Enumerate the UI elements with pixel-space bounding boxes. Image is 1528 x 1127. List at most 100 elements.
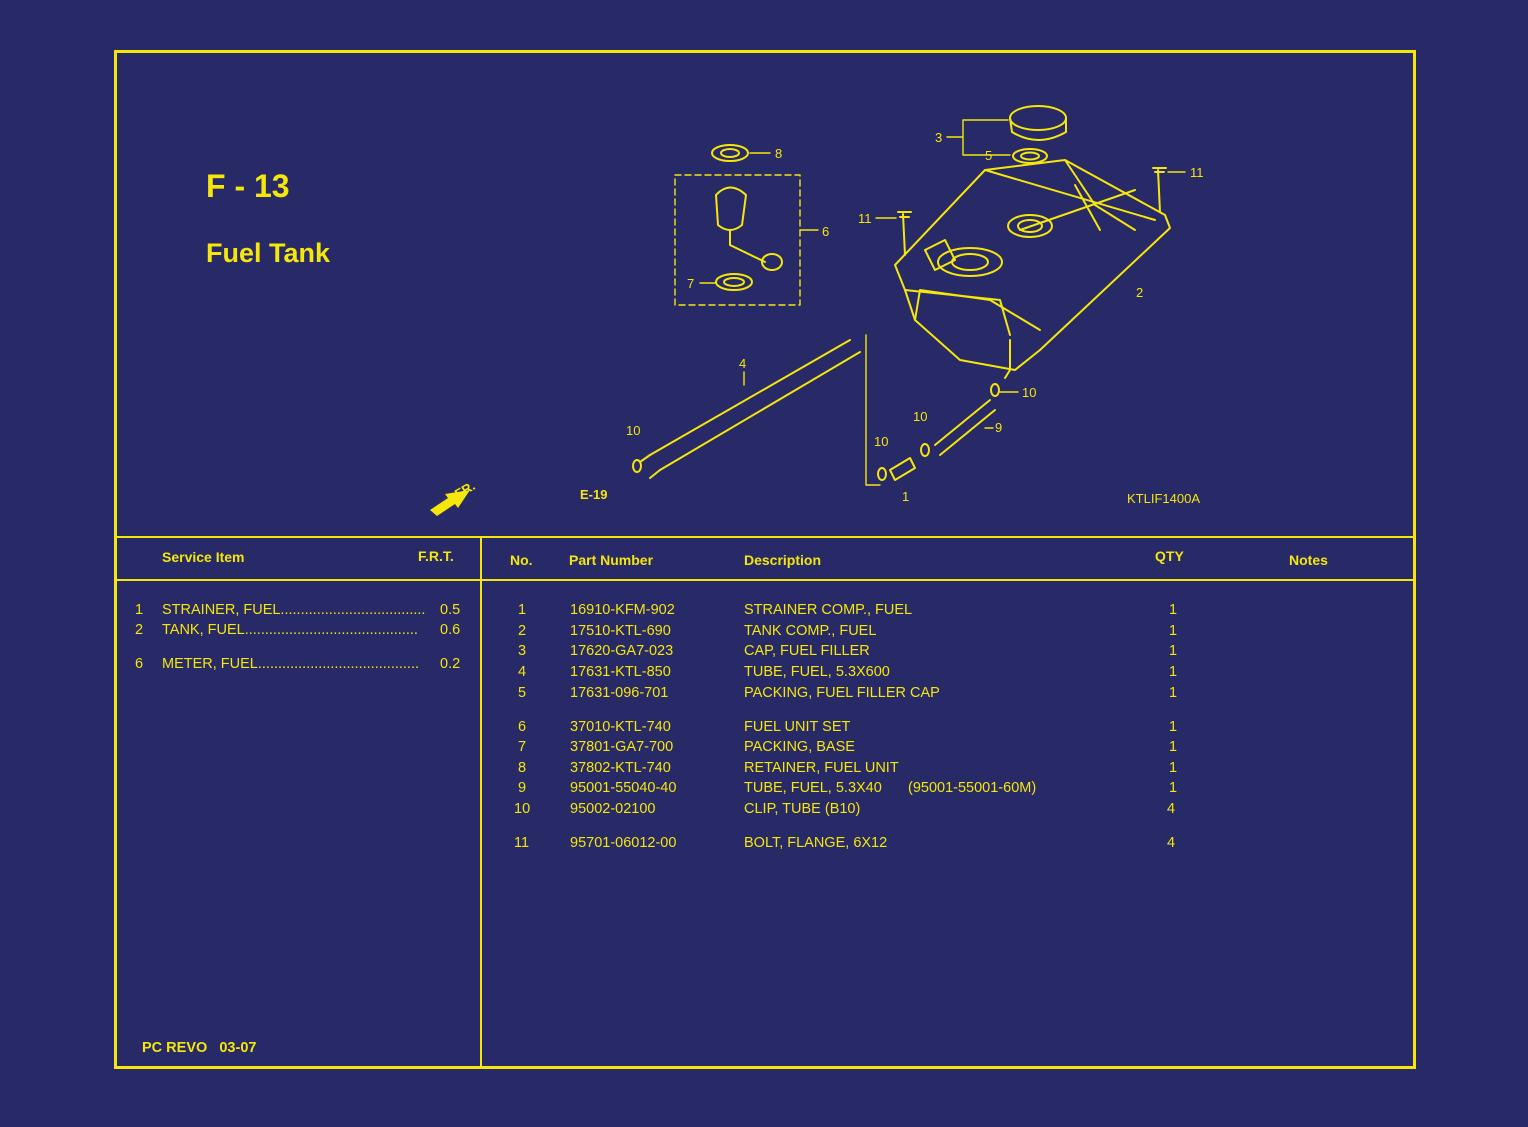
row-no: 4	[518, 664, 527, 680]
row-part-number: 17510-KTL-690	[570, 623, 671, 639]
table-row: 5 17631-096-701 PACKING, FUEL FILLER CAP…	[482, 685, 1412, 705]
service-row-frt: 0.6	[440, 622, 461, 638]
page-code: F - 13	[206, 168, 290, 204]
service-row-name: STRAINER, FUEL..........................…	[162, 602, 426, 618]
callout-8: 8	[775, 146, 782, 161]
frt-header: F.R.T.	[418, 548, 454, 564]
col-part-header: Part Number	[569, 552, 654, 568]
table-header-divider	[116, 579, 1414, 581]
row-qty: 1	[1169, 719, 1178, 735]
front-arrow-icon	[430, 490, 470, 516]
service-row-name: METER, FUEL.............................…	[162, 656, 420, 672]
service-item-header: Service Item	[162, 549, 245, 565]
callout-10b: 10	[913, 409, 927, 424]
filler-cap-icon	[1009, 105, 1067, 131]
footer-date: 03-07	[219, 1040, 257, 1056]
row-qty: 1	[1169, 739, 1178, 755]
row-part-number: 17620-GA7-023	[570, 643, 674, 659]
diagram-divider	[116, 536, 1414, 538]
col-desc-header: Description	[744, 552, 822, 568]
row-part-number: 17631-096-701	[570, 685, 669, 701]
row-no: 2	[518, 623, 527, 639]
callout-9: 9	[995, 420, 1002, 435]
service-row-name: TANK, FUEL..............................…	[162, 622, 418, 638]
table-row: 1 16910-KFM-902 STRAINER COMP., FUEL 1	[482, 602, 1412, 622]
service-row-frt: 0.2	[440, 656, 461, 672]
fuel-tube-icon	[649, 339, 861, 471]
row-no: 9	[518, 780, 527, 796]
bolt-icon	[1152, 167, 1167, 213]
row-part-number: 37801-GA7-700	[570, 739, 674, 755]
row-qty: 1	[1169, 602, 1178, 618]
row-qty: 4	[1167, 801, 1176, 817]
callout-6: 6	[822, 224, 829, 239]
table-row: 7 37801-GA7-700 PACKING, BASE 1	[482, 739, 1412, 759]
strainer-icon	[889, 457, 916, 481]
row-part-number: 95002-02100	[570, 801, 656, 817]
row-no: 11	[514, 835, 530, 851]
row-qty: 1	[1169, 643, 1178, 659]
row-description: STRAINER COMP., FUEL	[744, 602, 913, 618]
row-description: CAP, FUEL FILLER	[744, 643, 870, 659]
col-no-header: No.	[510, 552, 533, 568]
row-qty: 1	[1169, 780, 1178, 796]
row-no: 5	[518, 685, 527, 701]
callout-4: 4	[739, 356, 746, 371]
fuel-tank-diagram: 8 6 7 3 5 11 11 2 4 10 10 9 10 10 1 E-19…	[430, 105, 1204, 516]
short-tube-icon	[934, 399, 996, 456]
row-description: TUBE, FUEL, 5.3X40	[744, 780, 882, 796]
callout-10d: 10	[874, 434, 888, 449]
table-row: 8 37802-KTL-740 RETAINER, FUEL UNIT 1	[482, 760, 1412, 780]
retainer-icon	[711, 144, 749, 162]
row-description: PACKING, FUEL FILLER CAP	[744, 685, 940, 701]
fuel-unit-port-icon	[937, 247, 1003, 277]
row-no: 10	[514, 801, 531, 817]
row-description: RETAINER, FUEL UNIT	[744, 760, 899, 776]
service-row-number: 2	[134, 622, 144, 638]
row-no: 1	[518, 602, 527, 618]
row-qty: 1	[1169, 664, 1178, 680]
row-description: FUEL UNIT SET	[744, 719, 851, 735]
fuel-tank-outline	[894, 159, 1171, 371]
clip-icon	[632, 459, 642, 473]
diagram-ref-code: KTLIF1400A	[1127, 491, 1200, 506]
table-row: 11 95701-06012-00 BOLT, FLANGE, 6X12 4	[482, 835, 1412, 855]
table-row: 3 17620-GA7-023 CAP, FUEL FILLER 1	[482, 643, 1412, 663]
page-title: Fuel Tank	[206, 238, 331, 268]
row-no: 3	[518, 643, 527, 659]
row-description: TUBE, FUEL, 5.3X600	[744, 664, 890, 680]
row-description: BOLT, FLANGE, 6X12	[744, 835, 888, 851]
callout-1: 1	[902, 489, 909, 504]
table-row: 4 17631-KTL-850 TUBE, FUEL, 5.3X600 1	[482, 664, 1412, 684]
callout-3: 3	[935, 130, 942, 145]
table-row: 2 17510-KTL-690 TANK COMP., FUEL 1	[482, 623, 1412, 643]
row-no: 8	[518, 760, 527, 776]
service-row-number: 1	[134, 602, 144, 618]
callout-5: 5	[985, 148, 992, 163]
callout-7: 7	[687, 276, 694, 291]
row-qty: 1	[1169, 685, 1178, 701]
fuel-unit-icon	[715, 186, 747, 231]
row-description: CLIP, TUBE (B10)	[744, 801, 861, 817]
base-packing-icon	[715, 273, 753, 291]
callout-11a: 11	[1190, 165, 1204, 180]
table-row: 10 95002-02100 CLIP, TUBE (B10) 4	[482, 801, 1412, 821]
filler-neck-icon	[1007, 214, 1053, 238]
service-row-frt: 0.5	[440, 602, 461, 618]
column-divider	[480, 537, 482, 1068]
row-part-number: 95001-55040-40	[570, 780, 677, 796]
callout-10a: 10	[1022, 385, 1036, 400]
parts-sheet-frame	[114, 50, 1416, 1069]
callout-2: 2	[1136, 285, 1143, 300]
row-qty: 4	[1167, 835, 1176, 851]
row-part-number: 17631-KTL-850	[570, 664, 671, 680]
footer-model: PC REVO	[142, 1040, 208, 1056]
row-part-number: 16910-KFM-902	[570, 602, 675, 618]
row-extra: (95001-55001-60M)	[908, 780, 1037, 796]
row-part-number: 37010-KTL-740	[570, 719, 671, 735]
row-part-number: 37802-KTL-740	[570, 760, 671, 776]
row-no: 7	[518, 739, 527, 755]
packing-icon	[1012, 148, 1048, 164]
table-row: 6 37010-KTL-740 FUEL UNIT SET 1	[482, 719, 1412, 739]
col-notes-header: Notes	[1289, 552, 1328, 568]
